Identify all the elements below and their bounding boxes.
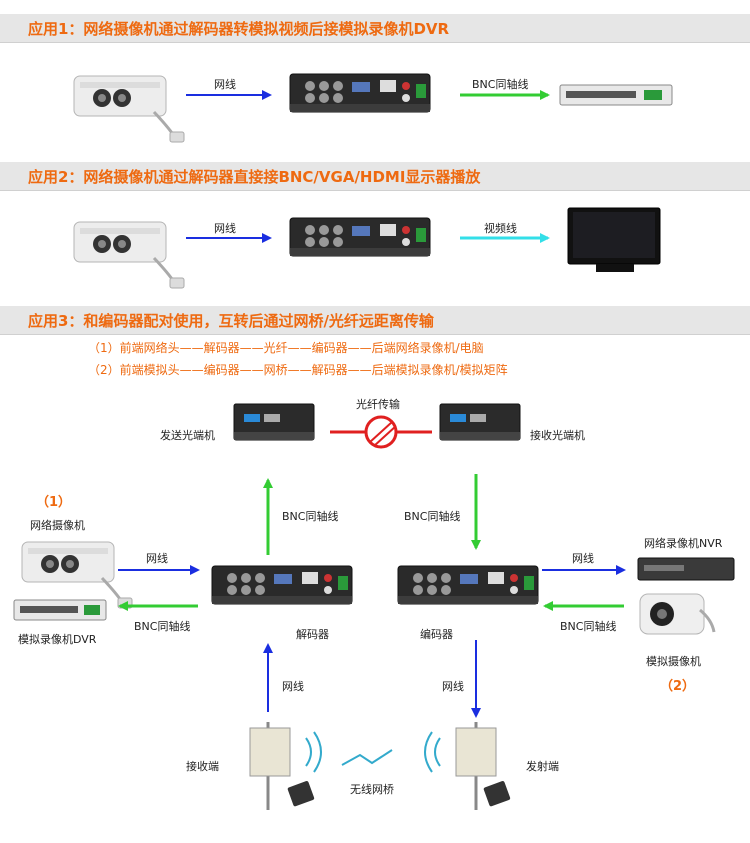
right-net-label: 网线	[572, 552, 594, 565]
app3-banner: 应用3：和编码器配对使用，互转后通过网桥/光纤远距离传输	[0, 306, 750, 335]
encoder-device	[397, 565, 539, 605]
encoder-label: 编码器	[420, 628, 453, 641]
fiber-label: 光纤传输	[356, 398, 400, 411]
nvr-label: 网络录像机NVR	[644, 537, 723, 550]
dvr-label: 模拟录像机DVR	[18, 633, 97, 646]
analog-camera-label: 模拟摄像机	[646, 655, 701, 668]
app2-monitor-device	[567, 207, 661, 272]
receiver-label: 接收端	[186, 760, 219, 773]
nvr-device	[637, 557, 735, 581]
app3-desc-2: （2）前端模拟头——编码器——网桥——解码器——后端模拟录像机/模拟矩阵	[88, 363, 508, 377]
app1-dvr-device	[559, 84, 673, 106]
app2-ip-camera	[72, 220, 186, 290]
wireless-bridge-label: 无线网桥	[350, 783, 394, 796]
app1-title: 应用1：网络摄像机通过解码器转模拟视频后接模拟录像机DVR	[28, 20, 450, 38]
right-number: （2）	[660, 679, 696, 694]
app3-dvr-device	[13, 599, 107, 621]
app1-ip-camera	[72, 74, 186, 144]
app1-net-label: 网线	[214, 78, 236, 91]
app1-banner: 应用1：网络摄像机通过解码器转模拟视频后接模拟录像机DVR	[0, 14, 750, 43]
rx-optical-label: 接收光端机	[530, 429, 585, 442]
transmitter-label: 发射端	[526, 760, 559, 773]
decoder-label: 解码器	[296, 628, 329, 641]
app2-decoder-device	[289, 217, 431, 257]
left-bnc-label: BNC同轴线	[134, 620, 191, 633]
net-up-label: 网线	[282, 680, 304, 693]
bnc-down-label: BNC同轴线	[404, 510, 461, 523]
analog-camera-device	[639, 593, 716, 635]
bnc-up-label: BNC同轴线	[282, 510, 339, 523]
app1-bnc-label: BNC同轴线	[472, 78, 529, 91]
app2-title: 应用2：网络摄像机通过解码器直接接BNC/VGA/HDMI显示器播放	[28, 168, 481, 186]
app2-video-label: 视频线	[484, 222, 517, 235]
tx-optical-device	[233, 403, 315, 441]
fiber-link	[330, 415, 432, 449]
receiver-bridge-device	[249, 722, 322, 810]
app2-banner: 应用2：网络摄像机通过解码器直接接BNC/VGA/HDMI显示器播放	[0, 162, 750, 191]
rx-optical-device	[439, 403, 521, 441]
ip-camera-label: 网络摄像机	[30, 519, 85, 532]
app2-net-label: 网线	[214, 222, 236, 235]
left-net-label: 网线	[146, 552, 168, 565]
net-down-label: 网线	[442, 680, 464, 693]
app1-decoder-device	[289, 73, 431, 113]
app3-desc-1: （1）前端网络头——解码器——光纤——编码器——后端网络录像机/电脑	[88, 341, 484, 355]
right-bnc-label: BNC同轴线	[560, 620, 617, 633]
decoder-device	[211, 565, 353, 605]
left-number: （1）	[36, 495, 72, 510]
wireless-signal-icon	[341, 749, 393, 766]
app3-title: 应用3：和编码器配对使用，互转后通过网桥/光纤远距离传输	[28, 312, 434, 330]
transmitter-bridge-device	[424, 722, 511, 810]
tx-optical-label: 发送光端机	[160, 429, 215, 442]
app3-ip-camera	[20, 540, 134, 610]
